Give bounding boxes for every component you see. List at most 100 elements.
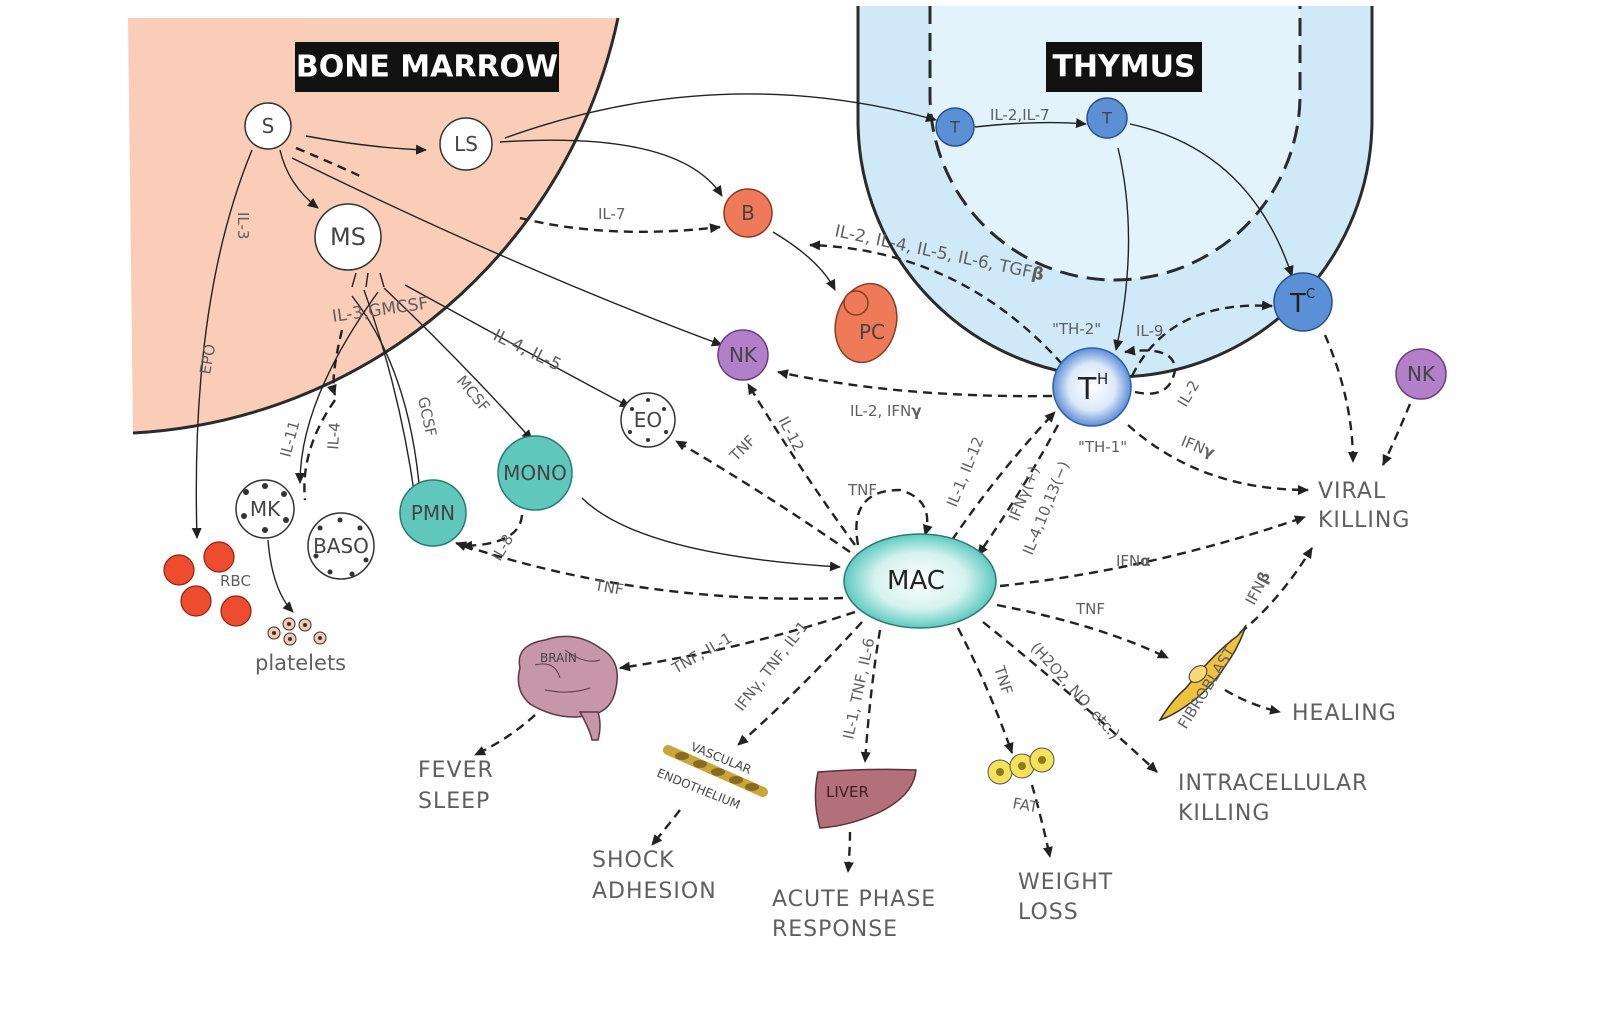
svg-text:IL-4: IL-4 [324, 422, 344, 451]
solid-arrows [191, 93, 1294, 613]
svg-text:IL-2,IL-7: IL-2,IL-7 [990, 106, 1050, 124]
dashed-arrows [295, 146, 1412, 873]
brain-icon: BRAIN [517, 635, 618, 741]
red-blood-cells: RBC [163, 541, 252, 627]
svg-text:TNF: TNF [592, 576, 625, 599]
svg-text:NK: NK [729, 343, 758, 367]
svg-text:"TH-2": "TH-2" [1052, 320, 1101, 338]
svg-text:IL-2: IL-2 [1174, 377, 1203, 410]
platelets-cluster: platelets [255, 617, 346, 675]
svg-text:RESPONSE: RESPONSE [772, 917, 898, 942]
svg-text:IL-1, TNF, IL-6: IL-1, TNF, IL-6 [839, 636, 878, 741]
fibroblast-icon: FIBROBLAST [1158, 624, 1247, 733]
svg-text:PMN: PMN [411, 501, 455, 525]
cell-t-helper[interactable]: T H [1052, 347, 1132, 427]
svg-text:MONO: MONO [503, 461, 567, 485]
cell-megakaryocyte[interactable]: MK [235, 479, 295, 539]
svg-text:MK: MK [250, 497, 281, 521]
ms-stub-lines [351, 272, 385, 288]
svg-text:C: C [1306, 287, 1315, 302]
svg-text:NK: NK [1407, 362, 1436, 386]
thymus-title-box [1046, 42, 1202, 92]
svg-text:KILLING: KILLING [1318, 508, 1410, 533]
svg-text:SHOCK: SHOCK [592, 848, 675, 873]
thymus-region [856, 6, 1374, 379]
svg-text:IL-7: IL-7 [598, 205, 625, 223]
bone-marrow-title: BONE MARROW [296, 50, 558, 85]
outcome-fever-sleep: FEVER SLEEP [418, 758, 494, 814]
svg-text:WEIGHT: WEIGHT [1018, 870, 1113, 895]
svg-text:FEVER: FEVER [418, 758, 494, 783]
svg-text:IFNγ: IFNγ [1179, 432, 1218, 462]
cell-ls[interactable]: LS [439, 117, 493, 171]
svg-text:GCSF: GCSF [414, 395, 440, 438]
svg-text:VIRAL: VIRAL [1318, 479, 1386, 504]
cell-ms[interactable]: MS [314, 203, 382, 271]
svg-text:PC: PC [859, 320, 885, 344]
svg-text:IFNα: IFNα [1116, 552, 1151, 570]
cell-b[interactable]: B [723, 188, 773, 238]
svg-text:TNF: TNF [990, 663, 1016, 697]
svg-text:RBC: RBC [220, 572, 251, 590]
svg-text:MS: MS [330, 223, 366, 251]
svg-text:LIVER: LIVER [826, 783, 869, 801]
svg-text:TNF, IL-1: TNF, IL-1 [668, 629, 735, 678]
cell-s[interactable]: S [244, 102, 292, 150]
svg-text:IL-11: IL-11 [276, 419, 303, 459]
svg-text:MAC: MAC [887, 566, 945, 596]
svg-text:ACUTE PHASE: ACUTE PHASE [772, 887, 936, 912]
svg-text:IFNβ: IFNβ [1242, 568, 1274, 608]
cell-t-cytotoxic[interactable]: T C [1273, 272, 1333, 332]
svg-text:TNF: TNF [847, 481, 877, 499]
svg-text:TNF: TNF [725, 432, 759, 466]
outcome-viral-killing: VIRAL KILLING [1318, 479, 1410, 533]
svg-text:IL-8: IL-8 [488, 531, 517, 564]
svg-text:FAT: FAT [1011, 794, 1040, 816]
outcome-healing: HEALING [1292, 701, 1397, 726]
svg-text:IL-12: IL-12 [774, 413, 807, 454]
svg-text:platelets: platelets [255, 651, 346, 675]
cell-nk-2[interactable]: NK [1395, 348, 1447, 400]
liver-icon: LIVER [814, 768, 917, 829]
cell-nk-1[interactable]: NK [717, 329, 769, 381]
svg-text:EPO: EPO [196, 343, 219, 376]
cell-plasma[interactable]: PC [827, 277, 906, 370]
svg-text:H: H [1097, 370, 1108, 388]
svg-text:IL-3: IL-3 [234, 212, 252, 239]
svg-text:MCSF: MCSF [453, 372, 494, 415]
svg-text:B: B [741, 201, 755, 225]
svg-text:INTRACELLULAR: INTRACELLULAR [1178, 771, 1368, 796]
svg-text:EO: EO [634, 408, 662, 432]
outcome-intracellular-killing: INTRACELLULAR KILLING [1178, 771, 1368, 826]
svg-text:IL-2, IFNγ: IL-2, IFNγ [850, 402, 922, 420]
fat-cells-icon: FAT [987, 747, 1055, 817]
svg-text:BASO: BASO [313, 534, 369, 558]
svg-text:T: T [1289, 289, 1306, 319]
cell-pmn[interactable]: PMN [399, 479, 467, 547]
cell-macrophage[interactable]: MAC [843, 533, 997, 629]
svg-text:ADHESION: ADHESION [592, 879, 717, 904]
svg-text:T: T [1077, 372, 1097, 407]
cell-t-thymus-2[interactable]: T [1086, 97, 1128, 139]
cell-basophil[interactable]: BASO [307, 512, 375, 580]
cell-monocyte[interactable]: MONO [497, 435, 573, 511]
svg-text:LOSS: LOSS [1018, 900, 1079, 925]
svg-text:IFNγ, TNF, IL-1: IFNγ, TNF, IL-1 [731, 618, 812, 715]
bone-marrow-title-box [295, 42, 559, 92]
svg-text:IL-9: IL-9 [1136, 322, 1163, 340]
svg-text:S: S [262, 114, 275, 138]
svg-text:T: T [949, 118, 960, 137]
outcome-weight-loss: WEIGHT LOSS [1018, 870, 1113, 925]
svg-text:FIBROBLAST: FIBROBLAST [1174, 643, 1239, 733]
cell-eosinophil[interactable]: EO [620, 392, 676, 448]
svg-text:HEALING: HEALING [1292, 701, 1397, 726]
svg-text:TNF: TNF [1075, 600, 1105, 618]
svg-text:"TH-1": "TH-1" [1078, 438, 1127, 456]
svg-text:KILLING: KILLING [1178, 801, 1270, 826]
cell-t-thymus-1[interactable]: T [935, 107, 975, 147]
vascular-endothelium-icon: VASCULAR ENDOTHELIUM [655, 740, 768, 812]
svg-text:(H2O2, NO, etc.): (H2O2, NO, etc.) [1027, 639, 1123, 743]
outcome-shock-adhesion: SHOCK ADHESION [592, 848, 717, 904]
svg-text:LS: LS [454, 132, 478, 156]
